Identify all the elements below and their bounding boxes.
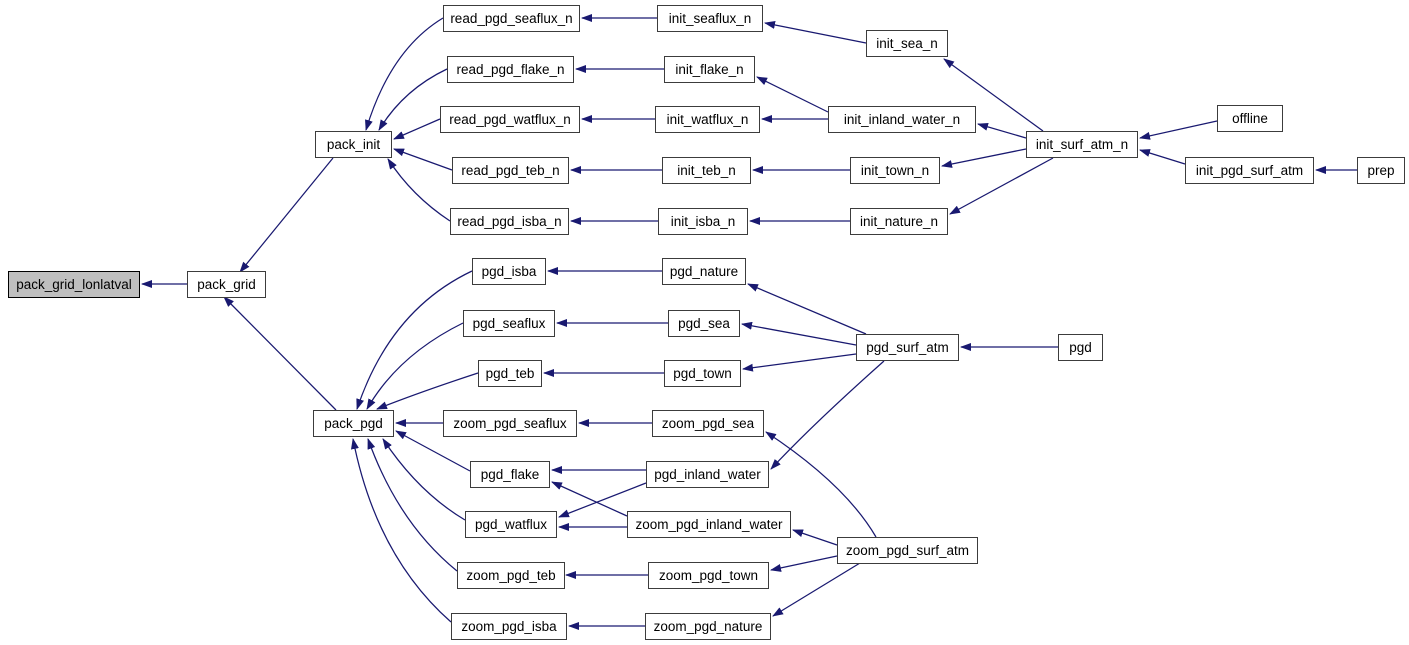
edge-offline-to-init_surf_atm_n <box>1139 120 1218 140</box>
node-pgd_watflux[interactable]: pgd_watflux <box>465 511 557 538</box>
node-read_pgd_seaflux_n[interactable]: read_pgd_seaflux_n <box>443 5 580 32</box>
edge-pgd_surf_atm-to-pgd_town <box>742 353 857 372</box>
edge-init_surf_atm_n-to-init_nature_n <box>949 157 1054 215</box>
edge-init_surf_atm_n-to-init_town_n <box>941 148 1027 168</box>
node-init_sea_n[interactable]: init_sea_n <box>866 30 948 57</box>
edge-init_surf_atm_n-to-init_sea_n <box>943 58 1044 132</box>
node-init_watflux_n[interactable]: init_watflux_n <box>655 106 760 133</box>
node-init_pgd_surf_atm[interactable]: init_pgd_surf_atm <box>1185 157 1314 184</box>
node-pgd_seaflux[interactable]: pgd_seaflux <box>463 310 555 337</box>
node-pack_grid_lonlatval: pack_grid_lonlatval <box>8 271 140 298</box>
edge-zoom_pgd_inland_water-to-pgd_flake <box>551 481 628 517</box>
node-init_inland_water_n[interactable]: init_inland_water_n <box>828 106 976 133</box>
node-prep[interactable]: prep <box>1357 157 1405 184</box>
edge-pgd_surf_atm-to-pgd_inland_water <box>770 360 885 470</box>
edge-init_sea_n-to-init_seaflux_n <box>764 21 867 44</box>
node-zoom_pgd_teb[interactable]: zoom_pgd_teb <box>457 562 565 589</box>
edge-init_pgd_surf_atm-to-init_surf_atm_n <box>1139 149 1186 165</box>
edge-pgd_flake-to-pack_pgd <box>395 430 471 472</box>
node-zoom_pgd_town[interactable]: zoom_pgd_town <box>648 562 769 589</box>
node-pgd_inland_water[interactable]: pgd_inland_water <box>646 461 769 488</box>
edge-init_inland_water_n-to-init_flake_n <box>756 76 829 113</box>
edge-init_surf_atm_n-to-init_inland_water_n <box>977 122 1027 139</box>
edge-pgd_inland_water-to-pgd_watflux <box>558 482 647 518</box>
edge-pgd_watflux-to-pack_pgd <box>382 438 466 521</box>
node-init_surf_atm_n[interactable]: init_surf_atm_n <box>1026 131 1138 158</box>
node-zoom_pgd_seaflux[interactable]: zoom_pgd_seaflux <box>443 410 577 437</box>
edge-zoom_pgd_isba-to-pack_pgd <box>351 438 452 623</box>
edge-zoom_pgd_surf_atm-to-zoom_pgd_nature <box>772 562 861 617</box>
edge-read_pgd_teb_n-to-pack_init <box>393 148 453 171</box>
node-pgd_town[interactable]: pgd_town <box>664 360 741 387</box>
edge-read_pgd_isba_n-to-pack_init <box>387 158 451 222</box>
edge-zoom_pgd_surf_atm-to-zoom_pgd_town <box>770 555 838 572</box>
node-read_pgd_isba_n[interactable]: read_pgd_isba_n <box>450 208 569 235</box>
node-init_teb_n[interactable]: init_teb_n <box>662 157 751 184</box>
node-pgd_isba[interactable]: pgd_isba <box>472 258 546 285</box>
node-read_pgd_flake_n[interactable]: read_pgd_flake_n <box>447 56 574 83</box>
node-pgd_surf_atm[interactable]: pgd_surf_atm <box>856 334 959 361</box>
node-pgd_teb[interactable]: pgd_teb <box>478 360 542 387</box>
edge-zoom_pgd_surf_atm-to-zoom_pgd_sea <box>765 431 877 538</box>
edge-pgd_surf_atm-to-pgd_nature <box>747 283 867 335</box>
node-init_seaflux_n[interactable]: init_seaflux_n <box>657 5 763 32</box>
edge-read_pgd_seaflux_n-to-pack_init <box>365 17 444 131</box>
node-zoom_pgd_sea[interactable]: zoom_pgd_sea <box>652 410 764 437</box>
node-pgd_nature[interactable]: pgd_nature <box>662 258 746 285</box>
edge-read_pgd_watflux_n-to-pack_init <box>393 118 441 140</box>
node-pgd_flake[interactable]: pgd_flake <box>470 461 550 488</box>
edge-zoom_pgd_surf_atm-to-zoom_pgd_inland_water <box>792 529 838 546</box>
node-pack_grid[interactable]: pack_grid <box>187 271 266 298</box>
node-offline[interactable]: offline <box>1217 105 1283 132</box>
node-pack_init[interactable]: pack_init <box>315 131 392 158</box>
node-zoom_pgd_isba[interactable]: zoom_pgd_isba <box>451 613 567 640</box>
node-read_pgd_teb_n[interactable]: read_pgd_teb_n <box>452 157 569 184</box>
node-pgd[interactable]: pgd <box>1058 334 1103 361</box>
edge-pgd_surf_atm-to-pgd_sea <box>741 321 857 346</box>
node-pgd_sea[interactable]: pgd_sea <box>668 310 740 337</box>
edge-read_pgd_flake_n-to-pack_init <box>378 68 448 131</box>
node-init_town_n[interactable]: init_town_n <box>850 157 940 184</box>
edge-pack_init-to-pack_grid <box>239 157 334 273</box>
node-zoom_pgd_nature[interactable]: zoom_pgd_nature <box>645 613 771 640</box>
edge-zoom_pgd_teb-to-pack_pgd <box>367 438 458 572</box>
node-pack_pgd[interactable]: pack_pgd <box>313 410 394 437</box>
edge-pack_pgd-to-pack_grid <box>223 296 337 411</box>
node-init_flake_n[interactable]: init_flake_n <box>664 56 755 83</box>
edge-pgd_isba-to-pack_pgd <box>356 270 473 410</box>
edge-pgd_teb-to-pack_pgd <box>376 372 479 410</box>
node-zoom_pgd_inland_water[interactable]: zoom_pgd_inland_water <box>627 511 791 538</box>
node-init_nature_n[interactable]: init_nature_n <box>850 208 948 235</box>
node-read_pgd_watflux_n[interactable]: read_pgd_watflux_n <box>440 106 580 133</box>
edge-pgd_seaflux-to-pack_pgd <box>366 322 464 410</box>
node-zoom_pgd_surf_atm[interactable]: zoom_pgd_surf_atm <box>837 537 978 564</box>
node-init_isba_n[interactable]: init_isba_n <box>658 208 748 235</box>
